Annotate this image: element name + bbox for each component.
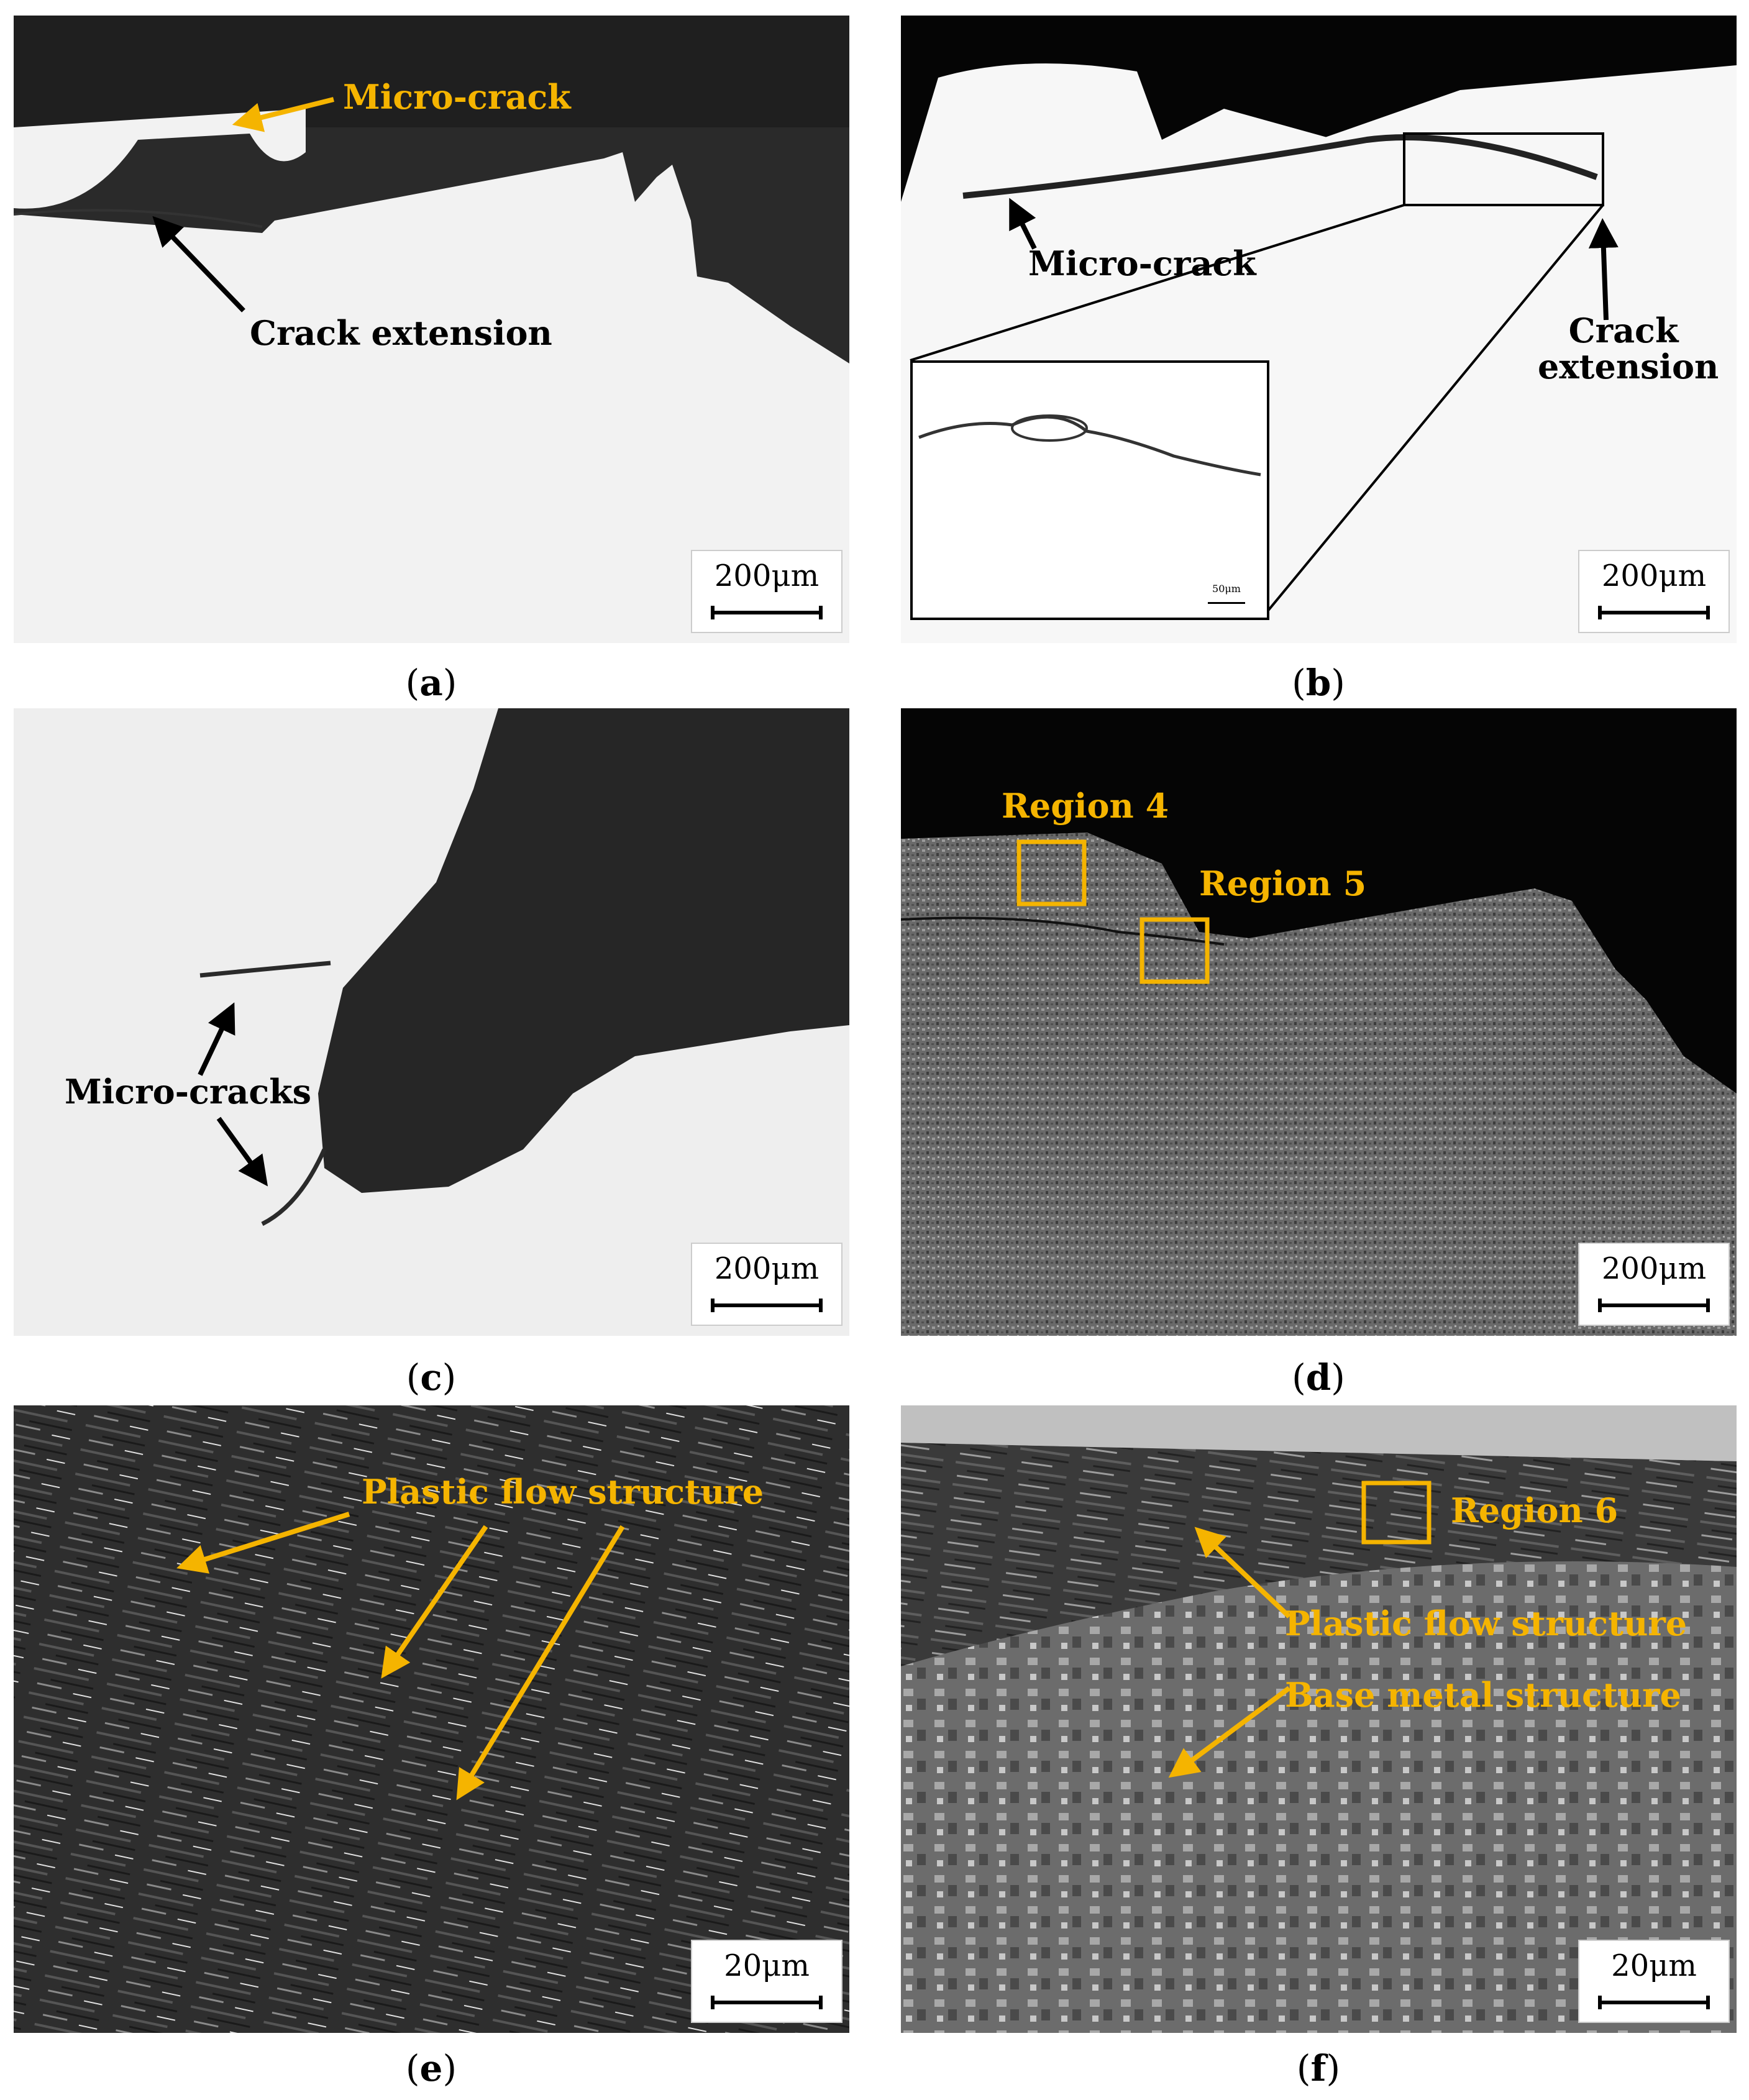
annotation-region-5: Region 5 [1199, 864, 1367, 903]
inset-scale-bar-label: 50μm [1212, 583, 1241, 595]
scale-bar-d: 200μm [1578, 1243, 1730, 1326]
micrograph-f: Region 6 Plastic flow structure Base met… [901, 1405, 1737, 2033]
annotation-plastic-flow: Plastic flow structure [1285, 1604, 1687, 1643]
scale-bar-label: 20μm [724, 1948, 810, 1983]
caption-a: (a) [405, 662, 457, 704]
micrograph-d-image [901, 708, 1737, 1336]
scale-bar-a: 200μm [691, 550, 843, 633]
inset-scale-bar: 50μm [1195, 580, 1258, 611]
scale-bar-label: 20μm [1611, 1948, 1697, 1983]
scale-bar-f: 20μm [1578, 1940, 1730, 2023]
scale-bar-label: 200μm [714, 559, 820, 593]
micrograph-b: 50μm Micro-crack Crack extension 200μm [901, 16, 1737, 643]
micrograph-c: Micro-cracks 200μm [14, 708, 849, 1336]
caption-d: (d) [1292, 1356, 1345, 1399]
micrograph-e-image [14, 1405, 849, 2033]
annotation-region-4: Region 4 [1002, 786, 1169, 826]
scale-bar-e: 20μm [691, 1940, 843, 2023]
annotation-micro-cracks: Micro-cracks [65, 1072, 312, 1112]
caption-e: (e) [405, 2047, 457, 2089]
annotation-plastic-flow: Plastic flow structure [362, 1472, 764, 1512]
micrograph-d: Region 4 Region 5 200μm [901, 708, 1737, 1336]
annotation-crack-line1: Crack [1568, 311, 1679, 350]
annotation-region-6: Region 6 [1451, 1491, 1619, 1530]
scale-bar-label: 200μm [714, 1251, 820, 1286]
scale-bar-label: 200μm [1601, 1251, 1707, 1286]
caption-c: (c) [406, 1356, 457, 1399]
scale-bar-b: 200μm [1578, 550, 1730, 633]
inset-b: 50μm [910, 360, 1269, 620]
annotation-micro-crack: Micro-crack [343, 77, 571, 117]
annotation-micro-crack: Micro-crack [1028, 244, 1256, 283]
annotation-base-metal: Base metal structure [1285, 1675, 1681, 1715]
scale-bar-line [711, 611, 823, 614]
inset-b-image [918, 414, 1261, 477]
micrograph-a-image [14, 16, 849, 643]
micrograph-f-image [901, 1405, 1737, 2033]
scale-bar-c: 200μm [691, 1243, 843, 1326]
micrograph-c-image [14, 708, 849, 1336]
caption-b: (b) [1292, 662, 1345, 704]
micrograph-e: Plastic flow structure 20μm [14, 1405, 849, 2033]
micrograph-a: Micro-crack Crack extension 200μm [14, 16, 849, 643]
caption-f: (f) [1296, 2047, 1341, 2089]
annotation-crack-line2: extension [1538, 347, 1719, 386]
annotation-crack-extension: Crack extension [250, 313, 552, 353]
scale-bar-label: 200μm [1601, 559, 1707, 593]
